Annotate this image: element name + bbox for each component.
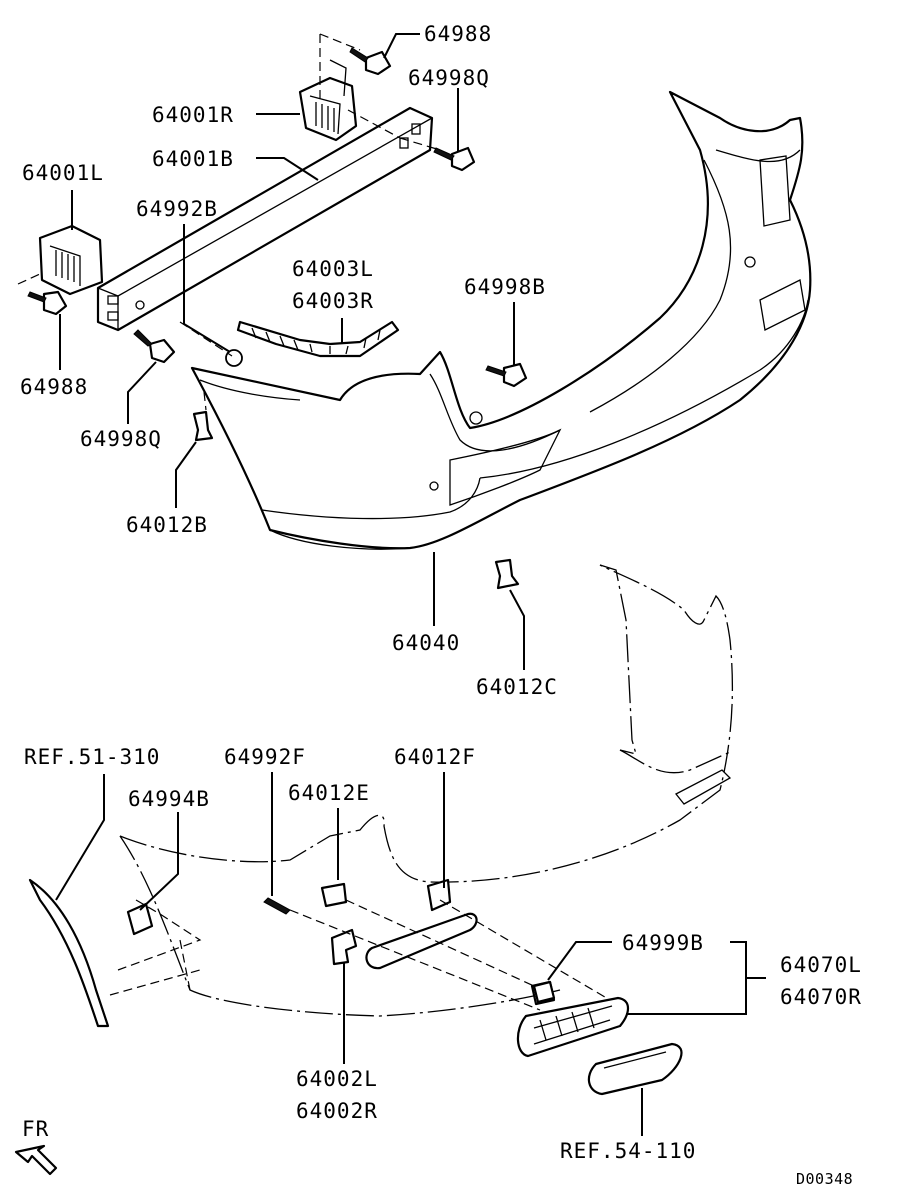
label-64002l: 64002L bbox=[296, 1067, 378, 1091]
bolt-64988-left bbox=[27, 290, 68, 316]
lamp-bezel bbox=[516, 996, 630, 1058]
clip-64999b bbox=[532, 980, 556, 1004]
label-64003r: 64003R bbox=[292, 289, 374, 313]
reflector-lamp bbox=[587, 1042, 683, 1096]
callout-leaders bbox=[55, 33, 766, 1136]
label-64003l: 64003L bbox=[292, 257, 374, 281]
label-64998q-left: 64998Q bbox=[80, 427, 162, 451]
label-64988-top: 64988 bbox=[424, 22, 492, 46]
bolt-64998q-left bbox=[133, 329, 176, 364]
label-64994b: 64994B bbox=[128, 787, 210, 811]
valance-spacer-strip bbox=[365, 912, 478, 970]
label-64002r: 64002R bbox=[296, 1099, 378, 1123]
label-64998b: 64998B bbox=[464, 275, 546, 299]
bolt-fasteners bbox=[27, 47, 556, 1004]
label-64999b: 64999B bbox=[622, 931, 704, 955]
label-ref-54-110: REF.54-110 bbox=[560, 1139, 696, 1163]
screw-64992f bbox=[263, 897, 291, 915]
diagram-code: D00348 bbox=[796, 1170, 853, 1187]
label-64001l: 64001L bbox=[22, 161, 104, 185]
label-64040: 64040 bbox=[392, 631, 460, 655]
label-64070r: 64070R bbox=[780, 985, 862, 1009]
bumper-reinforcement-beam bbox=[96, 106, 434, 332]
bolt-64988-top bbox=[349, 47, 392, 76]
assembly-dashed-lines bbox=[17, 33, 611, 1011]
label-64012f: 64012F bbox=[394, 745, 476, 769]
label-64992f: 64992F bbox=[224, 745, 306, 769]
rear-bumper-cover bbox=[190, 90, 812, 550]
label-64001b: 64001B bbox=[152, 147, 234, 171]
label-64012b: 64012B bbox=[126, 513, 208, 537]
bracket-right bbox=[298, 59, 358, 142]
valance-bracket bbox=[126, 878, 556, 1006]
clip-64012c bbox=[494, 558, 520, 590]
clip-64012b bbox=[192, 410, 214, 442]
screw-64992b bbox=[225, 349, 243, 367]
label-ref-51-310: REF.51-310 bbox=[24, 745, 160, 769]
label-fr: FR bbox=[22, 1117, 49, 1141]
wheel-arch-molding bbox=[28, 878, 110, 1028]
front-direction-arrow bbox=[14, 1144, 58, 1176]
bolt-64998q-top bbox=[433, 146, 476, 172]
label-64012e: 64012E bbox=[288, 781, 370, 805]
label-64012c: 64012C bbox=[476, 675, 558, 699]
label-64070l: 64070L bbox=[780, 953, 862, 977]
label-64992b: 64992B bbox=[136, 197, 218, 221]
label-64988-left: 64988 bbox=[20, 375, 88, 399]
bolt-64998b bbox=[485, 362, 528, 388]
lower-valance-outline bbox=[119, 564, 734, 1017]
side-retainer-bracket bbox=[236, 320, 400, 358]
bracket-left bbox=[38, 224, 104, 296]
label-64001r: 64001R bbox=[152, 103, 234, 127]
label-64998q-top: 64998Q bbox=[408, 66, 490, 90]
part-number-labels: 64988 64998Q 64001R 64001B 64001L 64992B… bbox=[20, 22, 862, 1187]
